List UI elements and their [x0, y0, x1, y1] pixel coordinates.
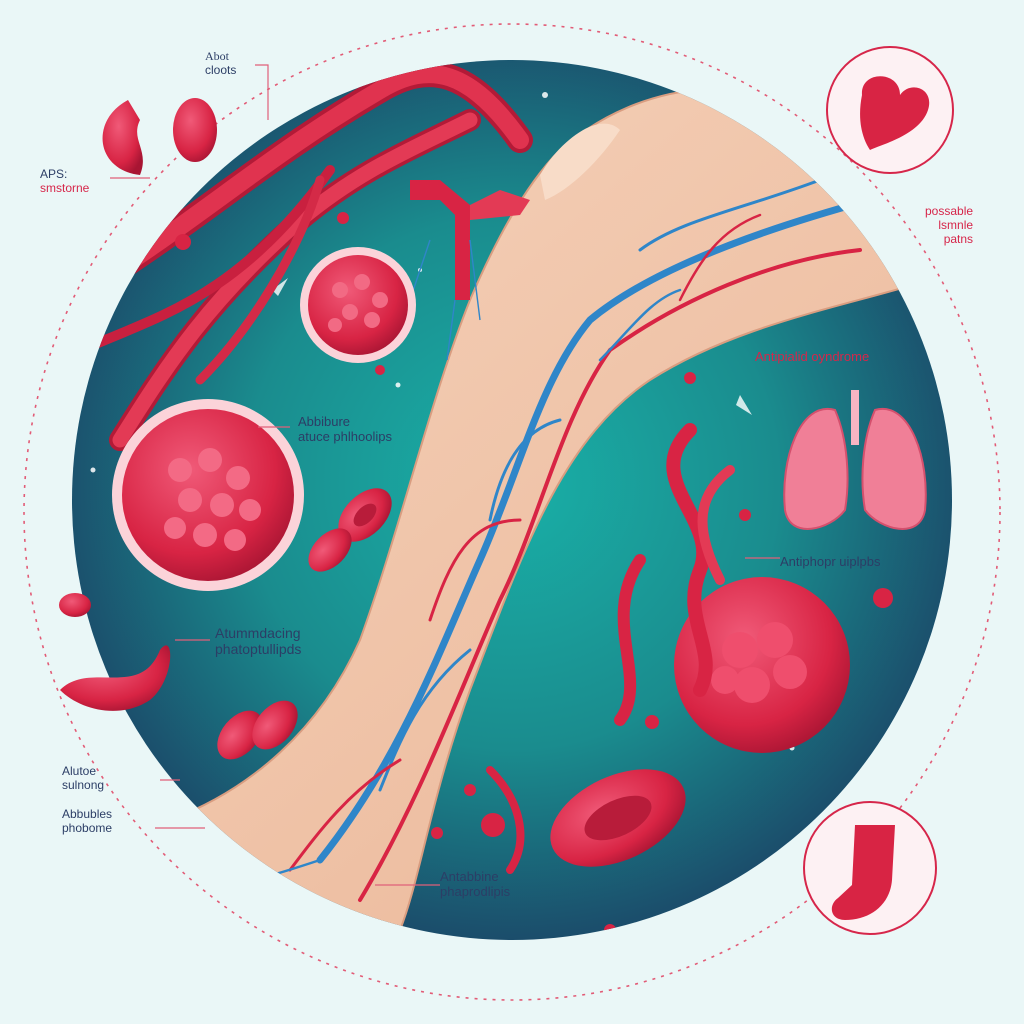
label-line: Antabbine — [440, 869, 499, 884]
label-line: Atummdacing — [215, 625, 301, 641]
blood-clot-large — [112, 399, 304, 591]
heart-icon — [860, 76, 930, 150]
sock-icon — [831, 825, 895, 920]
label-line: Alutoe — [62, 764, 97, 778]
lungs-icon — [783, 390, 927, 530]
label-abbibure: Abbibure atuce phlhoolips — [298, 414, 392, 445]
outer-cells — [59, 98, 217, 711]
heart-badge — [826, 46, 954, 174]
label-antiphopr: Antiphopr uiplpbs — [780, 554, 881, 570]
label-line: phobome — [62, 820, 113, 835]
blood-clot-small — [300, 247, 416, 363]
label-antabbine: Antabbine phaprodlipis — [440, 869, 511, 900]
label-line: Abbibure — [298, 414, 351, 429]
leg-veins — [178, 178, 874, 902]
label-line: patns — [943, 231, 974, 246]
label-line: cloots — [205, 62, 237, 77]
leader-lines — [110, 64, 780, 886]
label-line: Antiphopr uiplpbs — [780, 554, 881, 569]
label-line: phaprodlipis — [440, 883, 511, 899]
label-alutoe: Alutoe sulnong — [62, 764, 105, 793]
red-strands — [486, 423, 735, 874]
blood-clot-right — [674, 577, 850, 753]
label-line: sulnong — [62, 777, 105, 792]
label-line: possable — [925, 204, 974, 218]
red-blood-cells — [217, 488, 686, 867]
sock-badge — [803, 801, 937, 935]
label-line: smstorne — [40, 180, 90, 195]
label-abbubles: Abbubles phobome — [62, 807, 113, 836]
label-possable-patns: possable lsmnle patns — [925, 204, 974, 246]
label-aps-syndrome: APS: smstorne — [40, 167, 90, 196]
label-line: Abbubles — [62, 807, 113, 821]
label-line: Antipialid oyndrome — [755, 349, 870, 364]
label-antipialid: Antipialid oyndrome — [755, 349, 870, 365]
outer-dashed-ring — [23, 23, 1001, 1001]
label-line: phatoptullipds — [215, 641, 302, 658]
label-abot-cloots: Abot cloots — [205, 49, 237, 78]
label-line: lsmnle — [938, 217, 974, 232]
label-line: atuce phlhoolips — [298, 428, 392, 444]
label-line: APS: — [40, 167, 68, 181]
label-atummdacing: Atummdacing phatoptullipds — [215, 625, 301, 657]
label-line: Abot — [205, 49, 229, 63]
